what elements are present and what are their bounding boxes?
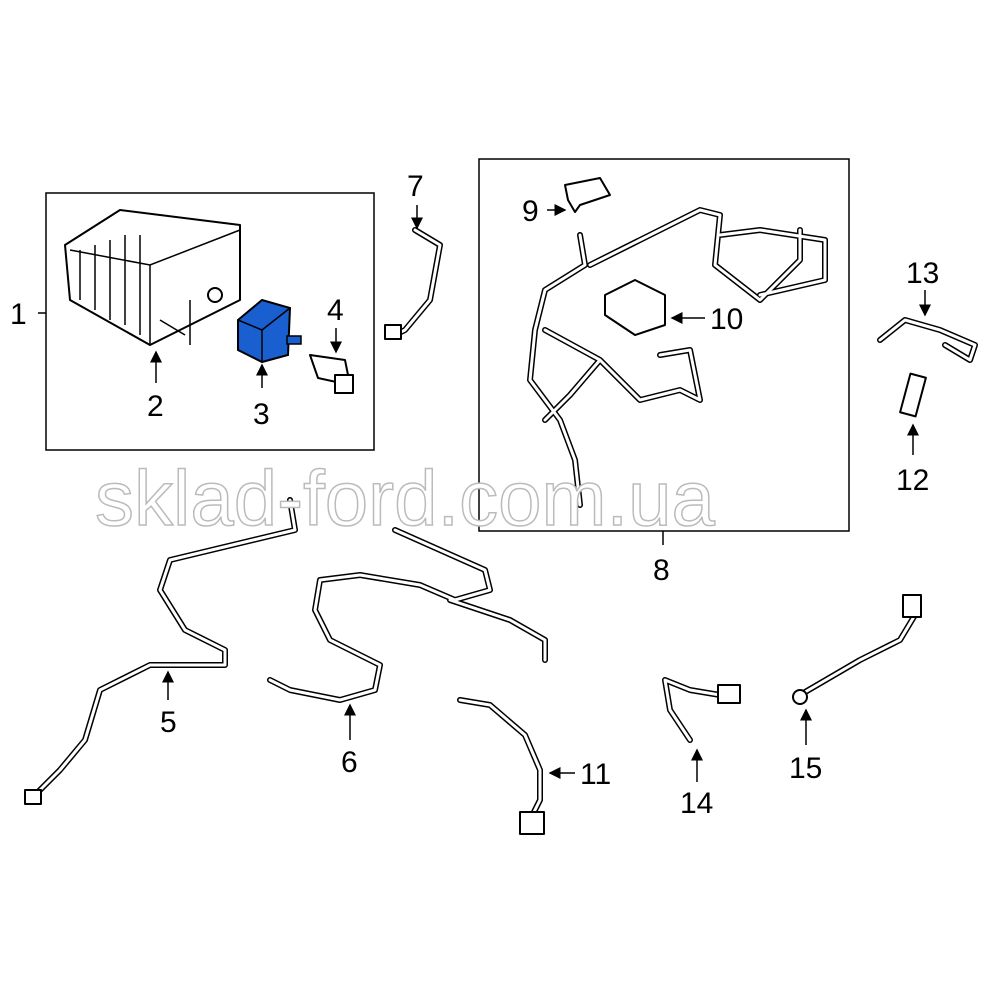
part-12-sensor[interactable] (899, 372, 927, 418)
part-6-sensor-wire[interactable] (267, 527, 548, 703)
watermark: sklad-ford.com.ua (95, 454, 716, 542)
part-9-sensor[interactable] (564, 177, 611, 213)
callout-4: 4 (327, 294, 344, 327)
callout-1: 1 (10, 298, 27, 331)
part-4-sensor[interactable] (309, 354, 354, 394)
callout-5: 5 (160, 706, 177, 739)
callout-8: 8 (653, 554, 670, 587)
part-5-sensor-wire[interactable] (24, 497, 298, 805)
part-14-sensor-wire[interactable] (662, 677, 741, 743)
part-7-sensor-wire[interactable] (384, 227, 443, 340)
part-11-sensor-wire[interactable] (457, 697, 545, 835)
part-13-hose[interactable] (877, 317, 978, 363)
leader-lines (38, 204, 931, 782)
callout-11: 11 (580, 758, 611, 791)
part-2-canister[interactable] (64, 209, 241, 346)
callout-9: 9 (522, 195, 539, 228)
callout-13: 13 (906, 257, 939, 290)
part-8-harness[interactable] (527, 207, 828, 508)
part-10-solenoid[interactable] (604, 279, 666, 336)
callout-10: 10 (710, 303, 743, 336)
callout-15: 15 (789, 752, 822, 785)
callout-3: 3 (253, 398, 270, 431)
group-box-8 (478, 158, 850, 532)
callout-6: 6 (341, 746, 358, 779)
callout-14: 14 (680, 787, 713, 820)
group-box-1 (45, 192, 375, 451)
callout-2: 2 (147, 390, 164, 423)
part-3-purge-valve[interactable] (237, 298, 302, 364)
part-15-sensor-wire[interactable] (792, 594, 922, 705)
callout-7: 7 (407, 170, 424, 203)
callout-12: 12 (896, 464, 929, 497)
